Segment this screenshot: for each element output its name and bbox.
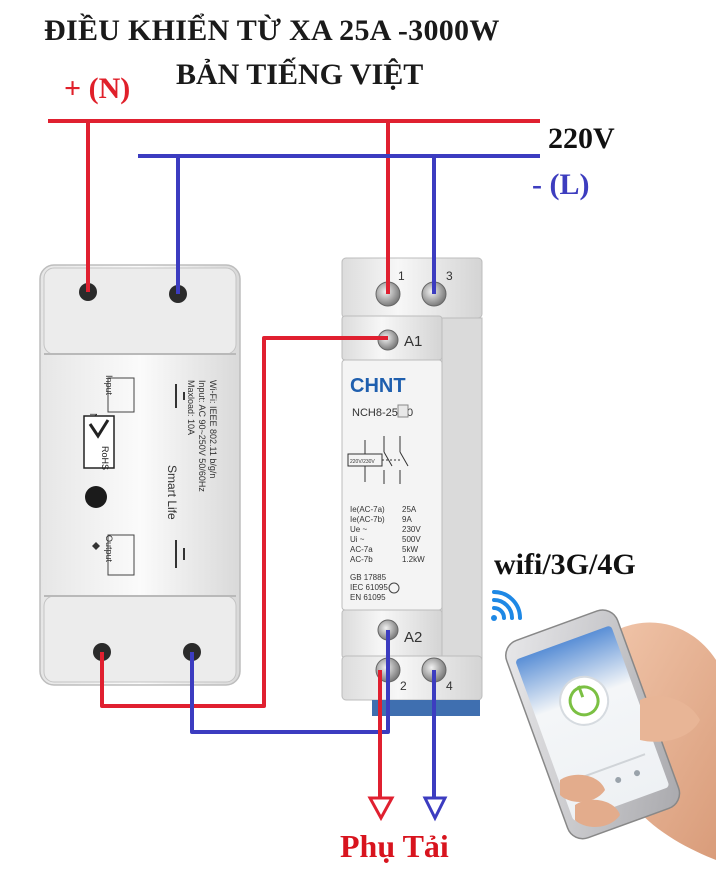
spec-row-key: AC-7b bbox=[350, 555, 373, 564]
spec-row-key: Ie(AC-7b) bbox=[350, 515, 385, 524]
switch-spec-line-3: Maxload: 10A bbox=[186, 380, 196, 435]
terminal-label-2: 2 bbox=[400, 679, 407, 693]
standard-line: EN 61095 bbox=[350, 593, 386, 602]
switch-spec-line-2: Input: AC 90~250V 50/60Hz bbox=[197, 380, 207, 492]
page-title: ĐIỀU KHIỂN TỪ XA 25A -3000W bbox=[44, 14, 500, 47]
spec-row-value: 230V bbox=[402, 525, 421, 534]
contactor-brand: CHNT bbox=[350, 375, 406, 397]
rohs-badge: RoHS bbox=[83, 415, 115, 470]
spec-row-value: 5kW bbox=[402, 545, 418, 554]
page-subtitle: BẢN TIẾNG VIỆT bbox=[176, 58, 424, 91]
blue-wire-coil-a2 bbox=[190, 630, 390, 734]
spec-row-key: Ue ~ bbox=[350, 525, 367, 534]
contactor-schematic bbox=[347, 436, 409, 484]
spec-row-key: Ie(AC-7a) bbox=[350, 505, 385, 514]
load-arrow-red bbox=[367, 796, 395, 822]
voltage-label: 220V bbox=[548, 122, 615, 155]
spec-row-key: Ui ~ bbox=[350, 535, 365, 544]
switch-output-label: Output bbox=[104, 535, 114, 563]
spec-row-value: 25A bbox=[402, 505, 417, 514]
smartphone-in-hand bbox=[505, 609, 716, 860]
standard-line: GB 17885 bbox=[350, 573, 387, 582]
terminal-label-3: 3 bbox=[446, 269, 453, 283]
contactor-spec-table: Ie(AC-7a) 25A Ie(AC-7b) 9A Ue ~ 230V Ui ~ 500V A… bbox=[350, 505, 425, 564]
rohs-label: RoHS bbox=[100, 446, 110, 470]
spec-row-key: AC-7a bbox=[350, 545, 373, 554]
coil-voltage: 220V/230V bbox=[350, 459, 375, 465]
coil-label-a1: A1 bbox=[404, 333, 422, 350]
terminal-label-4: 4 bbox=[446, 679, 453, 693]
reset-button bbox=[85, 486, 107, 508]
standard-line: IEC 61095 bbox=[350, 583, 388, 592]
spec-row-value: 500V bbox=[402, 535, 421, 544]
wires bbox=[48, 119, 540, 800]
connectivity-label: wifi/3G/4G bbox=[494, 548, 636, 581]
wifi-smart-switch: Wi-Fi: IEEE 802.11 b/g/n Input: AC 90~25… bbox=[39, 264, 241, 686]
terminal-label-1: 1 bbox=[398, 269, 405, 283]
neutral-label: + (N) bbox=[64, 72, 131, 105]
line-label: - (L) bbox=[532, 168, 590, 201]
switch-brand: Smart Life bbox=[165, 465, 179, 520]
switch-input-label: Input bbox=[104, 375, 114, 396]
wifi-icon bbox=[491, 590, 522, 621]
load-arrow-blue bbox=[422, 796, 448, 822]
spec-row-value: 1.2kW bbox=[402, 555, 425, 564]
load-label: Phụ Tải bbox=[340, 828, 449, 864]
chnt-contactor: 1 3 A1 A2 2 4 CHNT NCH8-25/20 220V/230V … bbox=[341, 257, 483, 716]
spec-row-value: 9A bbox=[402, 515, 412, 524]
coil-label-a2: A2 bbox=[404, 629, 422, 646]
switch-spec-line-1: Wi-Fi: IEEE 802.11 b/g/n bbox=[208, 380, 218, 478]
red-wire-coil-a1 bbox=[100, 336, 388, 708]
